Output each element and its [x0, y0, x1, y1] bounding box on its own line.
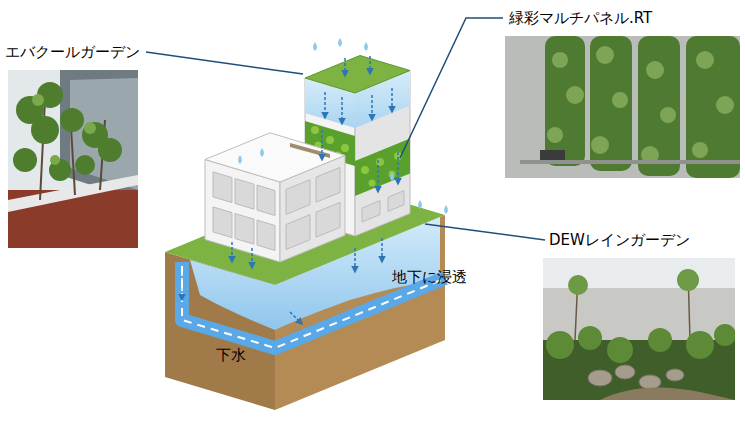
flow-label: 地下に浸透 [392, 268, 467, 286]
flow-label: 下水 [216, 346, 246, 364]
rain-drops [238, 38, 448, 214]
leader-lines [146, 18, 545, 240]
water-arrows [182, 56, 398, 300]
roof-garden-photo [8, 70, 138, 248]
callout-label: エバクールガーデン [5, 43, 140, 61]
lower-building [205, 133, 345, 262]
callout-label: DEWレインガーデン [549, 231, 690, 249]
callout-label: 緑彩マルチパネル.RT [509, 9, 652, 27]
rain-garden-photo [543, 258, 735, 400]
green-wall-photo [505, 36, 740, 178]
